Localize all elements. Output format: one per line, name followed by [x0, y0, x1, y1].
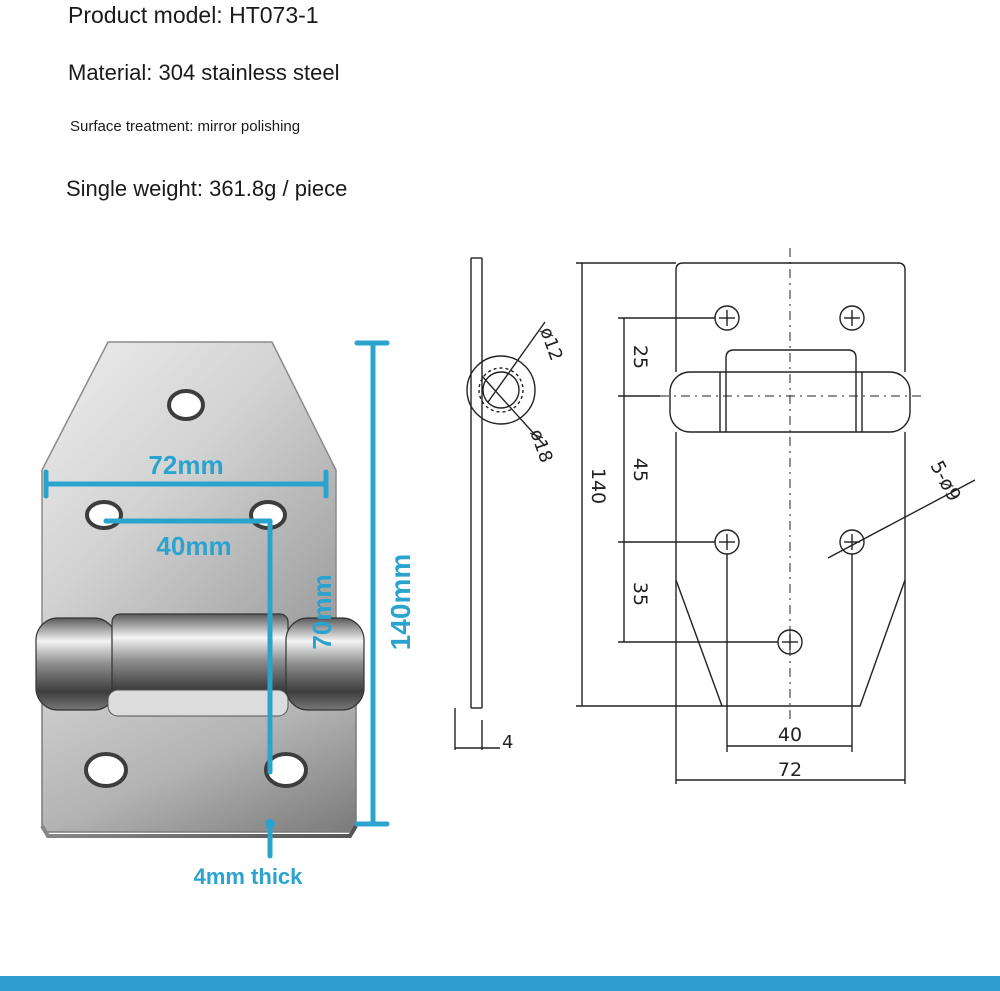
leader-d12 — [487, 321, 546, 403]
label-dim-140: 140 — [587, 468, 609, 504]
label-72mm: 72mm — [148, 450, 223, 480]
hole-bottom-left — [84, 752, 128, 788]
leader-holes — [827, 479, 976, 559]
front-view — [576, 248, 976, 784]
hinge-edge — [40, 824, 358, 838]
side-view — [454, 257, 546, 750]
weight-spec: Single weight: 361.8g / piece — [66, 176, 348, 201]
hole-mid-left — [85, 500, 123, 530]
hinge-knuckle-left — [35, 617, 117, 711]
label-dim-35: 35 — [629, 582, 651, 606]
front-bottom-leaf — [675, 432, 906, 707]
product-model: Product model: HT073-1 — [68, 2, 319, 28]
label-dim-40: 40 — [778, 724, 802, 746]
hinge-slot — [107, 689, 289, 717]
label-holes-5-d9: 5-ø9 — [926, 457, 965, 505]
surface-spec: Surface treatment: mirror polishing — [70, 118, 301, 135]
side-barrel-outer — [466, 355, 536, 425]
label-40mm: 40mm — [156, 531, 231, 561]
material-spec: Material: 304 stainless steel — [68, 60, 340, 85]
front-barrel-center — [725, 349, 857, 432]
label-4mm-thick: 4mm thick — [194, 864, 304, 889]
label-dim-72: 72 — [778, 759, 802, 781]
leader-d18 — [481, 375, 546, 447]
photo-dimensions — [43, 340, 390, 859]
bottom-accent-bar — [0, 976, 1000, 991]
label-thickness-4: 4 — [502, 732, 513, 753]
label-d12: ø12 — [535, 325, 566, 364]
dim-thick-dot — [265, 819, 275, 829]
label-70mm: 70mm — [307, 574, 337, 649]
label-140mm: 140mm — [385, 554, 416, 651]
hinge-knuckle-right — [285, 617, 365, 711]
hole-top — [167, 389, 205, 421]
label-dim-45: 45 — [629, 458, 651, 482]
hinge-photo — [35, 341, 365, 838]
hinge-top-leaf — [41, 341, 337, 641]
side-barrel-inner — [482, 371, 520, 409]
label-d18: ø18 — [525, 427, 556, 466]
hinge-holes — [84, 389, 308, 788]
hole-bottom-right — [264, 752, 308, 788]
label-dim-25: 25 — [629, 345, 651, 369]
